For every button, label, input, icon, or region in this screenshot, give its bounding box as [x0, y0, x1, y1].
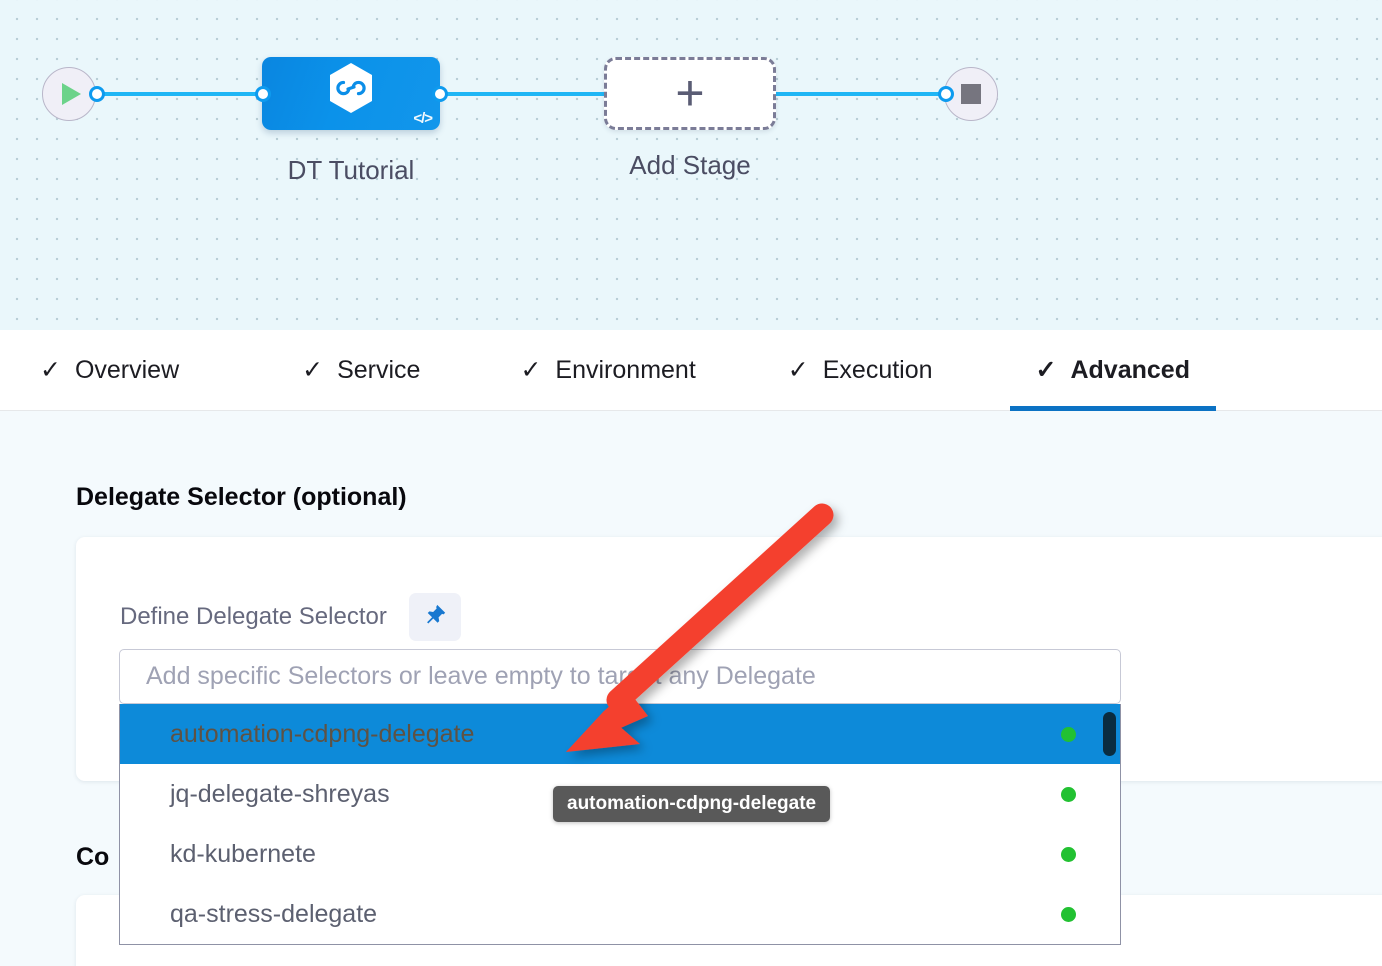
vertical-scrollbar[interactable] — [1103, 712, 1116, 756]
check-icon: ✓ — [40, 355, 61, 384]
check-icon: ✓ — [1035, 355, 1057, 384]
stage-node-label: DT Tutorial — [287, 155, 415, 185]
check-icon: ✓ — [302, 355, 324, 384]
start-output-port[interactable] — [89, 86, 105, 102]
play-icon — [62, 83, 81, 105]
delegate-option-label: kd-kubernete — [170, 839, 316, 868]
tab-label: Service — [337, 355, 421, 384]
delegate-option-label: jq-delegate-shreyas — [170, 779, 390, 808]
connector-start-to-stage — [92, 92, 270, 96]
pin-button[interactable] — [408, 593, 461, 641]
delegate-option-label: qa-stress-delegate — [170, 899, 378, 928]
list-item[interactable]: automation-cdpng-delegate — [120, 704, 1120, 764]
code-brackets-icon: </> — [413, 110, 433, 127]
add-stage-button[interactable]: + — [604, 57, 776, 130]
tab-label: Advanced — [1070, 355, 1190, 384]
status-dot-icon — [1061, 786, 1076, 802]
list-item[interactable]: kd-kubernete — [120, 824, 1120, 884]
tab-label: Execution — [822, 355, 933, 384]
tab-environment[interactable]: ✓ Environment — [520, 330, 695, 411]
tab-execution[interactable]: ✓ Execution — [788, 330, 933, 411]
list-item[interactable]: qa-stress-delegate — [120, 884, 1120, 944]
delegate-selector-dropdown: Add specific Selectors or leave empty to… — [119, 649, 1121, 945]
end-input-port[interactable] — [938, 86, 954, 102]
delegate-selector-heading: Delegate Selector (optional) — [76, 483, 407, 511]
plus-icon: + — [675, 65, 705, 121]
status-dot-icon — [1061, 846, 1076, 862]
stage-tab-bar: ✓ Overview ✓ Service ✓ Environment ✓ Exe… — [0, 330, 1382, 411]
tab-overview[interactable]: ✓ Overview — [40, 330, 179, 411]
stage-node-dt-tutorial[interactable]: </> — [262, 57, 440, 130]
stage-output-port[interactable] — [432, 86, 448, 102]
pin-icon — [422, 602, 448, 633]
connector-stage-to-addstage — [432, 92, 612, 96]
tab-advanced[interactable]: ✓ Advanced — [1009, 330, 1217, 411]
harness-hexagon-icon — [326, 60, 376, 119]
check-icon: ✓ — [787, 355, 809, 384]
add-stage-label: Add Stage — [629, 150, 751, 180]
pipeline-start-node[interactable] — [42, 67, 96, 121]
delegate-options-list[interactable]: automation-cdpng-delegate jq-delegate-sh… — [119, 704, 1121, 945]
check-icon: ✓ — [520, 355, 542, 384]
delegate-selector-input[interactable]: Add specific Selectors or leave empty to… — [119, 649, 1121, 704]
list-item[interactable]: jq-delegate-shreyas — [120, 764, 1120, 824]
define-delegate-selector-row: Define Delegate Selector — [120, 593, 461, 641]
delegate-selector-placeholder: Add specific Selectors or leave empty to… — [146, 662, 816, 690]
status-dot-icon — [1061, 906, 1076, 922]
define-delegate-selector-label: Define Delegate Selector — [120, 603, 387, 630]
delegate-name-tooltip: automation-cdpng-delegate — [553, 786, 831, 822]
delegate-option-label: automation-cdpng-delegate — [170, 719, 475, 748]
tab-label: Overview — [74, 355, 180, 384]
connector-addstage-to-end — [770, 92, 952, 96]
tab-label: Environment — [555, 355, 696, 384]
conditional-execution-heading: Co — [76, 843, 110, 871]
stop-icon — [961, 84, 981, 104]
tab-service[interactable]: ✓ Service — [302, 330, 420, 411]
status-dot-icon — [1061, 726, 1076, 742]
pipeline-canvas[interactable]: </> DT Tutorial + Add Stage — [0, 0, 1382, 330]
stage-input-port[interactable] — [255, 86, 271, 102]
